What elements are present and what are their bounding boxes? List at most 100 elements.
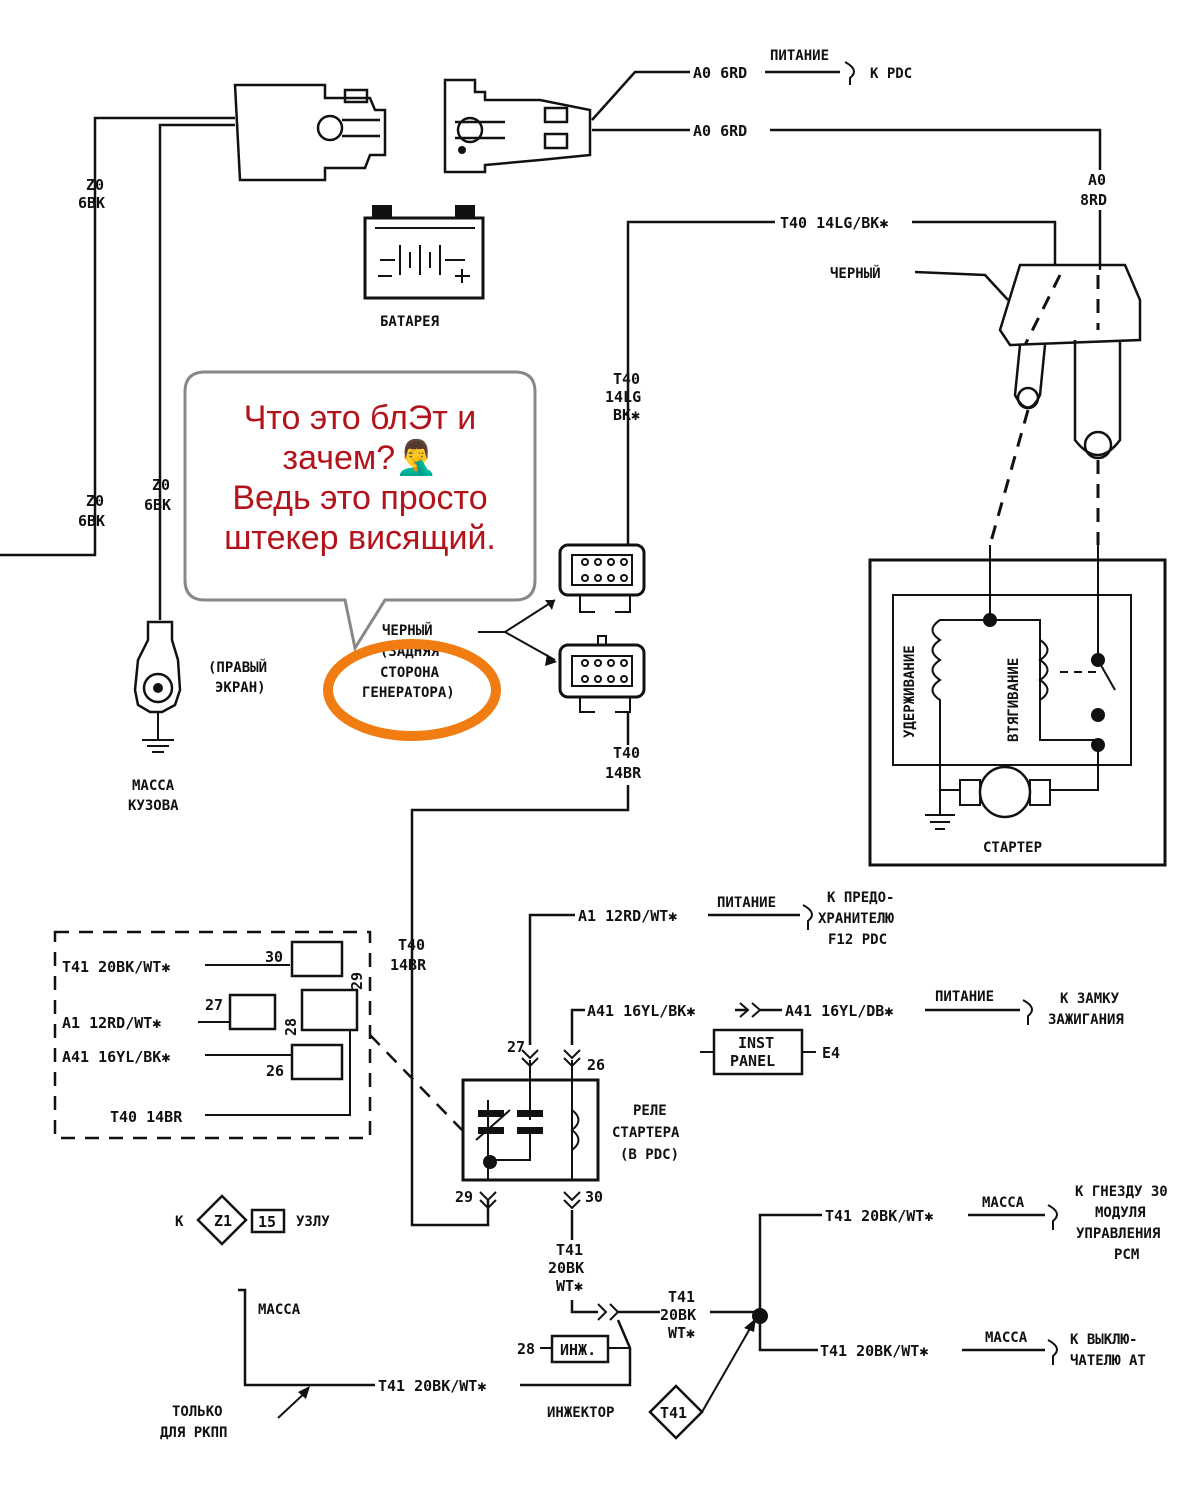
cherny-gen-label-3: СТОРОНА <box>380 665 440 681</box>
k-gnezdu-label-3: УПРАВЛЕНИЯ <box>1076 1226 1160 1242</box>
highlight-ellipse <box>323 639 501 741</box>
z0-left-b-label-1: Z0 <box>86 492 104 510</box>
annotation-text: Что это блЭт и зачем?🤦‍♂️ Ведь это прост… <box>190 398 530 558</box>
t41-right-bot-label: T41 20BK/WT✱ <box>820 1342 928 1360</box>
z1-diamond <box>196 1194 248 1246</box>
z15-box <box>250 1208 286 1234</box>
annotation-line-3: Ведь это просто <box>232 479 488 517</box>
battery-icon <box>363 205 485 300</box>
a0-6rd-label-1: A0 6RD <box>693 64 747 82</box>
t40-14lg-bk-label: T40 14LG/BK✱ <box>780 214 888 232</box>
battery-negative-clamp <box>233 83 387 182</box>
starter-assembly <box>868 545 1167 867</box>
k-predo-label-2: ХРАНИТЕЛЮ <box>818 911 894 927</box>
k-gnezdu-label-1: К ГНЕЗДУ 30 <box>1075 1184 1168 1200</box>
relay-pin29-label: 29 <box>455 1188 473 1206</box>
right-screen-label-2: ЭКРАН) <box>215 680 266 696</box>
k-predo-label-1: К ПРЕДО- <box>827 890 894 906</box>
inst-panel-box <box>712 1028 804 1076</box>
inzhektor-label: ИНЖЕКТОР <box>547 1405 614 1421</box>
z1-label: Z1 <box>214 1212 232 1230</box>
t41-m-label-1: T41 <box>668 1288 695 1306</box>
t40-v-label-2: 14LG <box>605 388 641 406</box>
k-zamku-label-1: К ЗАМКУ <box>1060 991 1120 1007</box>
relay-label-1: РЕЛЕ <box>633 1103 667 1119</box>
generator-connector-bottom <box>558 635 646 713</box>
a41-right-label: A41 16YL/DB✱ <box>785 1002 893 1020</box>
cherny-gen-label-4: ГЕНЕРАТОРА) <box>362 685 455 701</box>
inst-panel-label-1: INST <box>738 1034 774 1052</box>
k-gnezdu-label-4: PCM <box>1114 1247 1139 1263</box>
t40-14br-b-label-1: T40 <box>398 936 425 954</box>
box-t40-label: T40 14BR <box>110 1108 183 1126</box>
cherny-top-label: ЧЕРНЫЙ <box>830 265 881 282</box>
box-a41-label: A41 16YL/BK✱ <box>62 1048 170 1066</box>
t41-m-label-3: WT✱ <box>668 1324 695 1342</box>
t41-v-label-2: 20BK <box>548 1259 584 1277</box>
t40-14br-label-1: T40 <box>613 744 640 762</box>
massa-r2-label: МАССА <box>985 1330 1028 1346</box>
k-zamku-label-2: ЗАЖИГАНИЯ <box>1048 1012 1124 1028</box>
pin29-label: 29 <box>348 972 366 990</box>
injector-label: ИНЖ. <box>560 1341 596 1359</box>
pin26-label: 26 <box>266 1062 284 1080</box>
annotation-line-1: Что это блЭт и <box>243 399 477 437</box>
injector-box <box>550 1334 610 1364</box>
a0-label-bot: 8RD <box>1080 191 1107 209</box>
pitanie-top-label: ПИТАНИЕ <box>770 48 829 64</box>
uzlu-label: УЗЛУ <box>296 1214 330 1230</box>
starter-connector-boot <box>988 263 1142 546</box>
relay-pin26-label: 26 <box>587 1056 605 1074</box>
t41-diamond-label: T41 <box>660 1404 687 1422</box>
box-a1-label: A1 12RD/WT✱ <box>62 1014 161 1032</box>
z15-label: 15 <box>258 1213 276 1231</box>
a0-6rd-label-2: A0 6RD <box>693 122 747 140</box>
tolko-label-2: ДЛЯ РКПП <box>160 1425 227 1441</box>
relay-label-2: СТАРТЕРА <box>612 1125 680 1141</box>
massa-left-label: МАССА <box>258 1302 301 1318</box>
k-left-label: К <box>175 1214 184 1230</box>
k-vyklyu-label-2: ЧАТЕЛЮ AT <box>1070 1353 1146 1369</box>
pin30-label: 30 <box>265 948 283 966</box>
k-predo-label-3: F12 PDC <box>828 932 887 948</box>
massa-r1-label: МАССА <box>982 1195 1025 1211</box>
right-screen-label-1: (ПРАВЫЙ <box>208 659 267 676</box>
t40-v-label-3: BK✱ <box>613 406 640 424</box>
t41-bottom-label: T41 20BK/WT✱ <box>378 1377 486 1395</box>
starter-relay <box>461 1049 600 1210</box>
box-t41-label: T41 20BK/WT✱ <box>62 958 170 976</box>
annotation-line-4: штекер висящий. <box>224 519 496 557</box>
uderzhivanie-label: УДЕРЖИВАНИЕ <box>902 645 918 738</box>
t40-14br-b-label-2: 14BR <box>390 956 427 974</box>
speech-bubble <box>183 370 537 652</box>
relay-pinout-detail <box>198 940 359 1116</box>
z0-left-label-1: Z0 <box>86 176 104 194</box>
tolko-label-1: ТОЛЬКО <box>172 1404 223 1420</box>
battery-label: БАТАРЕЯ <box>380 314 439 330</box>
t41-right-top-label: T41 20BK/WT✱ <box>825 1207 933 1225</box>
relay-pin27-label: 27 <box>507 1038 525 1056</box>
z0-mid-label-2: 6BK <box>144 496 171 514</box>
body-ground-label-2: КУЗОВА <box>128 798 179 814</box>
t41-v-label-1: T41 <box>556 1241 583 1259</box>
body-ground-icon <box>133 620 182 753</box>
k-pdc-label: К PDC <box>870 66 912 82</box>
z0-left-label-2: 6BK <box>78 194 105 212</box>
annotation-line-2: зачем?🤦‍♂️ <box>282 439 438 477</box>
t40-14br-label-2: 14BR <box>605 764 642 782</box>
z0-mid-label-1: Z0 <box>152 476 170 494</box>
relay-label-3: (В PDC) <box>620 1147 679 1163</box>
t40-v-label-1: T40 <box>613 370 640 388</box>
a1-12rd-label: A1 12RD/WT✱ <box>578 907 677 925</box>
relay-pin30-label: 30 <box>585 1188 603 1206</box>
a0-label-top: A0 <box>1088 171 1106 189</box>
k-vyklyu-label-1: К ВЫКЛЮ- <box>1070 1332 1137 1348</box>
starter-label: СТАРТЕР <box>983 840 1042 856</box>
injector-num-label: 28 <box>517 1340 535 1358</box>
t41-m-label-2: 20BK <box>660 1306 696 1324</box>
vtyagivanie-label: ВТЯГИВАНИЕ <box>1006 658 1022 742</box>
inst-panel-label-2: PANEL <box>730 1052 775 1070</box>
pin28-label: 28 <box>282 1018 300 1036</box>
pin27-label: 27 <box>205 996 223 1014</box>
